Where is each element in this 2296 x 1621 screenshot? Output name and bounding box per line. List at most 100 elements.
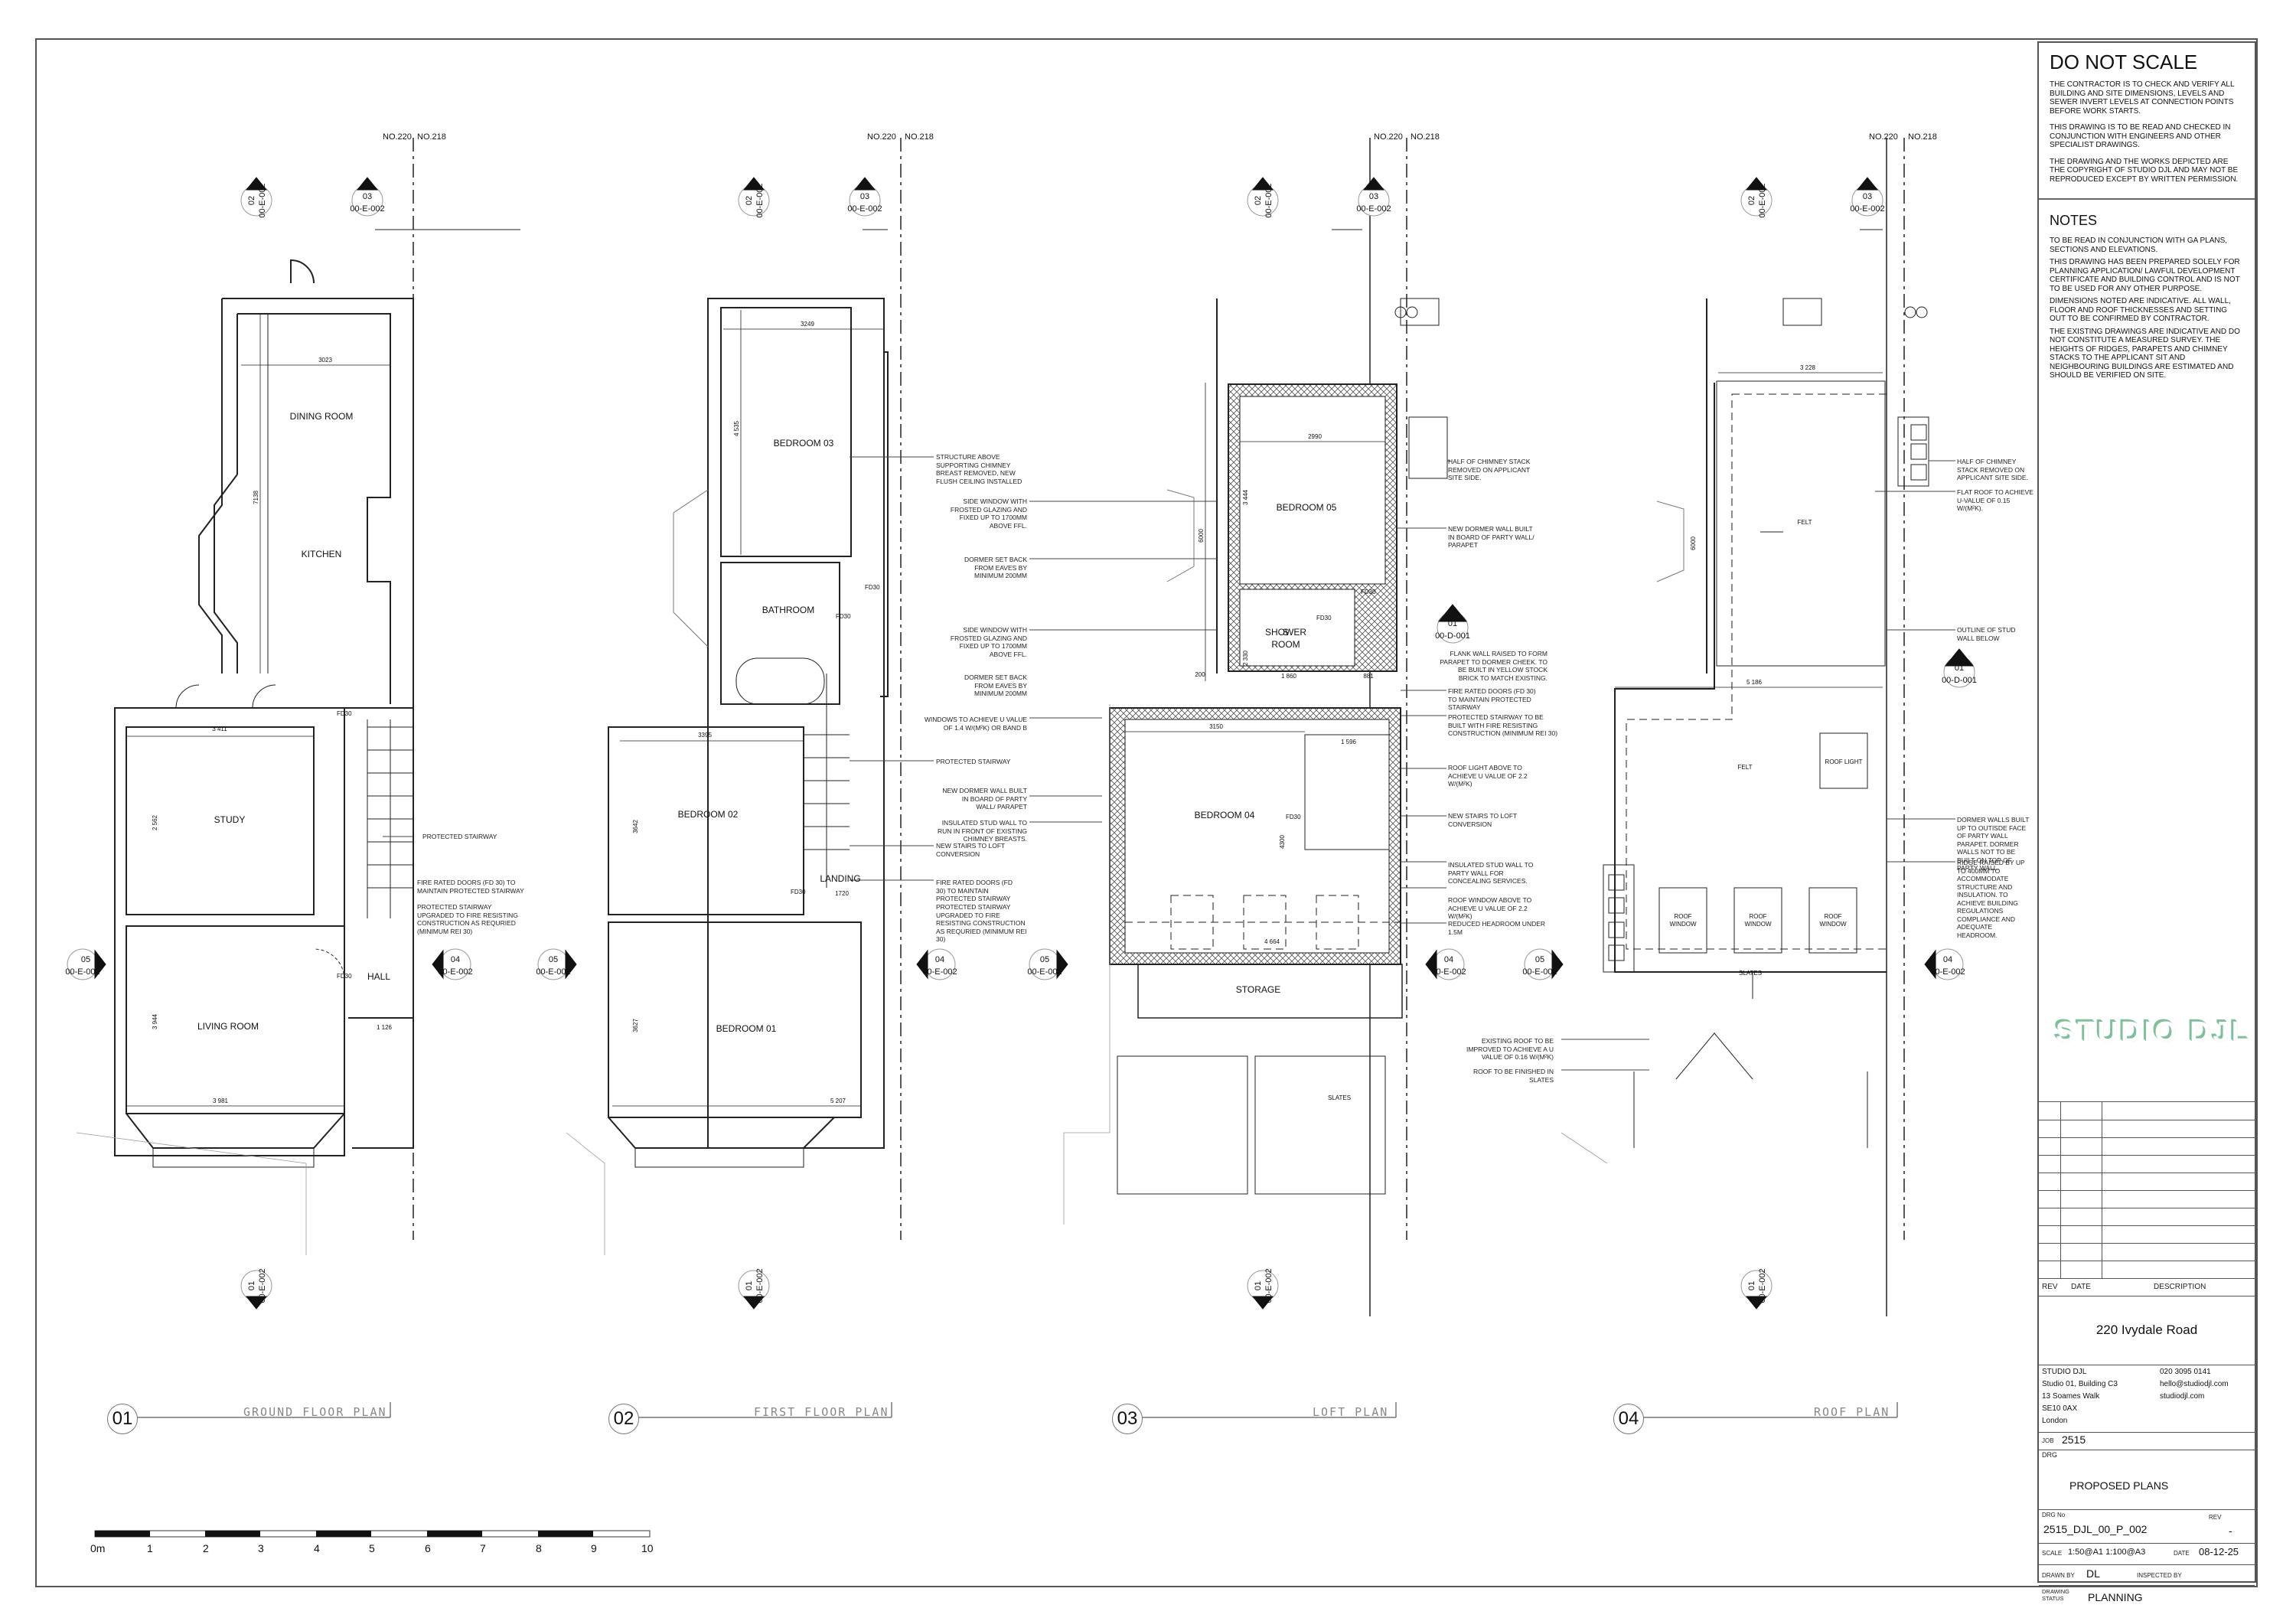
svg-text:4300: 4300 xyxy=(1279,835,1286,849)
svg-text:3 444: 3 444 xyxy=(1242,489,1249,505)
svg-text:2 562: 2 562 xyxy=(152,814,158,830)
drawn-by-value: DL xyxy=(2086,1567,2100,1580)
plan-title-roof: ROOF PLAN xyxy=(1814,1405,1890,1419)
job-row: JOB 2515 xyxy=(2039,1432,2255,1450)
studio-website[interactable]: studiodjl.com xyxy=(2160,1392,2205,1401)
svg-text:00-D-001: 00-D-001 xyxy=(1942,676,1977,685)
svg-text:2: 2 xyxy=(203,1542,209,1554)
svg-text:00-E-002: 00-E-002 xyxy=(1264,183,1274,217)
note: SIDE WINDOW WITH FROSTED GLAZING AND FIX… xyxy=(950,497,1027,530)
svg-text:7: 7 xyxy=(480,1542,486,1554)
svg-text:00-E-002: 00-E-002 xyxy=(258,1268,267,1303)
svg-text:BATHROOM: BATHROOM xyxy=(762,605,814,615)
drawing-number: 2515_DJL_00_P_002 xyxy=(2043,1523,2148,1535)
svg-text:3642: 3642 xyxy=(632,820,639,833)
svg-text:5 207: 5 207 xyxy=(830,1098,846,1104)
drawn-by-row: DRAWN BY DL INSPECTED BY xyxy=(2039,1564,2255,1586)
svg-text:5 186: 5 186 xyxy=(1746,679,1763,686)
svg-text:KITCHEN: KITCHEN xyxy=(302,549,342,559)
note: PROTECTED STAIRWAY UPGRADED TO FIRE RESI… xyxy=(936,903,1027,943)
notes-heading: NOTES xyxy=(2050,213,2098,228)
note: PROTECTED STAIRWAY xyxy=(422,833,497,840)
note: RIDGE RAISED BY UP TO 400MM TO ACCOMMODA… xyxy=(1957,859,2025,939)
svg-text:S: S xyxy=(1283,627,1289,638)
svg-text:00-E-002: 00-E-002 xyxy=(1850,204,1884,214)
svg-text:NO.218: NO.218 xyxy=(1908,132,1937,142)
status-value: PLANNING xyxy=(2088,1591,2143,1603)
svg-text:FELT: FELT xyxy=(1738,764,1753,771)
svg-text:FD30: FD30 xyxy=(337,973,352,980)
note: EXISTING ROOF TO BE IMPROVED TO ACHIEVE … xyxy=(1466,1037,1554,1061)
note: FIRE RATED DOORS (FD 30) TO MAINTAIN PRO… xyxy=(936,879,1013,902)
note: ROOF WINDOW ABOVE TO ACHIEVE U VALUE OF … xyxy=(1448,896,1532,920)
plan-title-loft: LOFT PLAN xyxy=(1313,1405,1389,1419)
note: ROOF TO BE FINISHED IN SLATES xyxy=(1473,1068,1554,1084)
note: DORMER SET BACK FROM EAVES BY MINIMUM 20… xyxy=(964,674,1027,697)
svg-text:6000: 6000 xyxy=(1198,529,1205,543)
studio-djl-logo: STUDIO DJL xyxy=(2056,1016,2252,1049)
drawing-title-row: DRG PROPOSED PLANS xyxy=(2039,1449,2255,1510)
svg-text:BEDROOM 03: BEDROOM 03 xyxy=(774,438,834,448)
plan-title-first-floor: FIRST FLOOR PLAN xyxy=(754,1405,889,1419)
svg-text:1 596: 1 596 xyxy=(1341,739,1357,745)
note: HALF OF CHIMNEY STACK REMOVED ON APPLICA… xyxy=(1448,458,1531,481)
note: INSULATED STUD WALL TO PARTY WALL FOR CO… xyxy=(1448,861,1534,885)
note: NEW STAIRS TO LOFT CONVERSION xyxy=(1448,812,1518,828)
svg-text:03: 03 xyxy=(1369,192,1378,201)
plan-number-02: 02 xyxy=(608,1404,639,1434)
svg-text:LANDING: LANDING xyxy=(820,873,860,884)
svg-text:00-E-002: 00-E-002 xyxy=(350,204,384,214)
do-not-scale-section: DO NOT SCALE THE CONTRACTOR IS TO CHECK … xyxy=(2039,43,2255,200)
note: FLAT ROOF TO ACHIEVE U-VALUE OF 0.15 W/(… xyxy=(1957,488,2033,512)
svg-text:05: 05 xyxy=(549,955,558,964)
note: HALF OF CHIMNEY STACK REMOVED ON APPLICA… xyxy=(1957,458,2028,481)
room-label: DINING ROOM xyxy=(290,411,354,422)
svg-text:05: 05 xyxy=(1535,955,1544,964)
svg-text:00-E-002: 00-E-002 xyxy=(847,204,882,214)
studio-contact: 020 3095 0141 hello@studiodjl.com studio… xyxy=(2160,1366,2259,1403)
svg-text:01: 01 xyxy=(247,1281,256,1290)
do-not-scale-heading: DO NOT SCALE xyxy=(2050,51,2198,73)
svg-text:00-E-002: 00-E-002 xyxy=(1930,967,1965,977)
svg-text:LIVING ROOM: LIVING ROOM xyxy=(197,1021,259,1032)
svg-text:STUDY: STUDY xyxy=(214,814,246,825)
svg-text:7138: 7138 xyxy=(253,491,259,504)
revision-table: REV DATE DESCRIPTION xyxy=(2039,1101,2255,1296)
svg-text:3395: 3395 xyxy=(698,732,712,739)
svg-text:3 228: 3 228 xyxy=(1800,364,1816,371)
drawing-title: PROPOSED PLANS xyxy=(2069,1479,2169,1492)
plan-title-ground-floor: GROUND FLOOR PLAN xyxy=(243,1405,387,1419)
svg-text:01: 01 xyxy=(1254,1281,1263,1290)
svg-text:FD30: FD30 xyxy=(1316,615,1332,621)
svg-text:03: 03 xyxy=(363,192,372,201)
job-number: 2515 xyxy=(2062,1433,2086,1446)
svg-text:FD30: FD30 xyxy=(1286,814,1301,820)
revision-value: - xyxy=(2229,1525,2232,1537)
svg-text:1: 1 xyxy=(147,1542,153,1554)
plan-number-03: 03 xyxy=(1112,1404,1143,1434)
svg-text:2 330: 2 330 xyxy=(1242,650,1249,666)
svg-text:4 664: 4 664 xyxy=(1264,938,1280,945)
studio-email[interactable]: hello@studiodjl.com xyxy=(2160,1380,2229,1388)
svg-text:FD30: FD30 xyxy=(1361,589,1376,595)
svg-text:03: 03 xyxy=(1863,192,1872,201)
section-markers-top xyxy=(240,177,1883,217)
svg-text:00-E-002: 00-E-002 xyxy=(258,183,267,217)
svg-text:00-E-002: 00-E-002 xyxy=(1758,183,1767,217)
note: NEW DORMER WALL BUILT IN BOARD OF PARTY … xyxy=(942,787,1027,810)
svg-text:HALL: HALL xyxy=(367,971,390,982)
svg-text:ROOM: ROOM xyxy=(1271,639,1300,650)
svg-text:BEDROOM 01: BEDROOM 01 xyxy=(716,1023,777,1034)
note: NEW DORMER WALL BUILT IN BOARD OF PARTY … xyxy=(1448,525,1534,549)
svg-text:3150: 3150 xyxy=(1209,723,1223,730)
svg-text:FD30: FD30 xyxy=(865,584,880,591)
svg-text:02: 02 xyxy=(1254,196,1263,205)
svg-text:02: 02 xyxy=(1747,196,1756,205)
svg-text:NO.220: NO.220 xyxy=(867,132,896,142)
rev-header: REV xyxy=(2042,1283,2058,1291)
svg-text:5: 5 xyxy=(369,1542,375,1554)
svg-text:04: 04 xyxy=(451,955,460,964)
svg-text:ROOF: ROOF xyxy=(1749,913,1766,920)
svg-text:01: 01 xyxy=(1955,664,1964,673)
scale-value: 1:50@A1 1:100@A3 xyxy=(2068,1548,2146,1557)
